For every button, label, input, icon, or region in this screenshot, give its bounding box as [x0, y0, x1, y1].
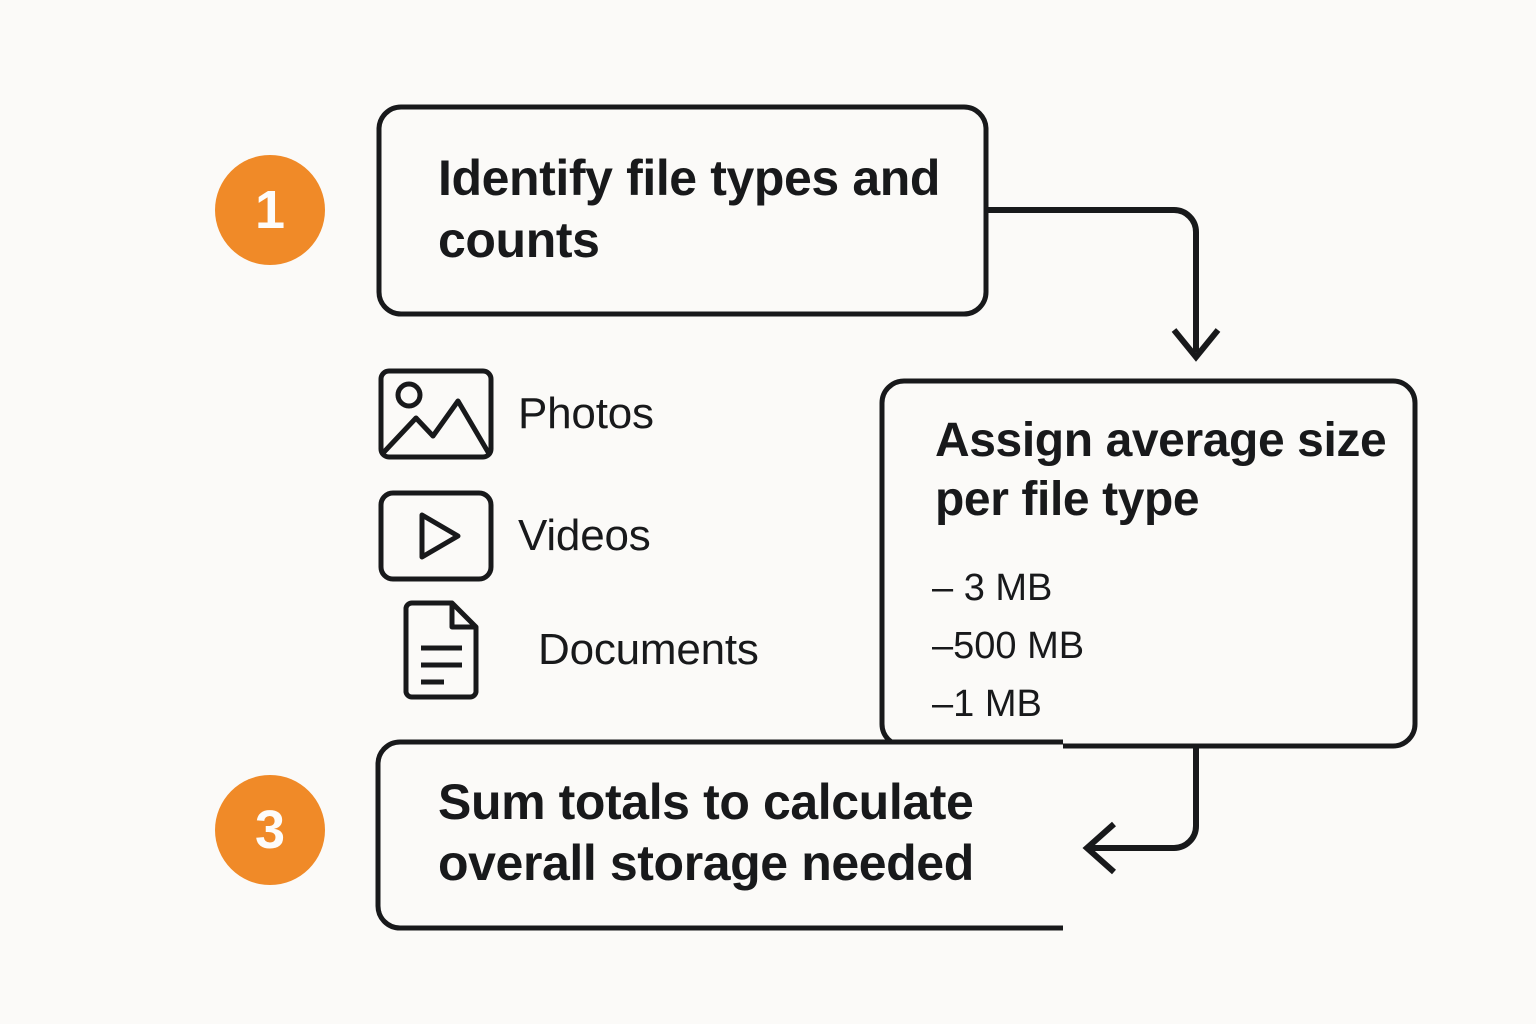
- step-2-box[interactable]: [879, 378, 1418, 749]
- step-3-title: Sum totals to calculate overall storage …: [438, 774, 974, 891]
- step-3-badge-number: 3: [254, 800, 286, 860]
- step-1-badge-number: 1: [254, 180, 286, 240]
- video-icon: [378, 490, 494, 582]
- step-3-box[interactable]: [375, 739, 1063, 931]
- connector-step2-to-step3-arrowhead: [1082, 821, 1116, 875]
- file-type-label: Videos: [518, 511, 651, 560]
- connector-step1-to-step2: [986, 207, 1199, 352]
- list-item: –1 MB: [932, 682, 1042, 725]
- document-icon: [396, 600, 512, 700]
- step-2-size-list: – 3 MB –500 MB –1 MB: [932, 560, 1372, 733]
- step-2-title: Assign average size per file type: [935, 414, 1387, 526]
- file-type-row-videos: Videos: [378, 490, 651, 582]
- list-item: – 3 MB: [932, 567, 1053, 609]
- connector-step1-to-step2-arrowhead: [1171, 328, 1221, 362]
- step-1-title: Identify file types and counts: [438, 150, 941, 268]
- list-item: –500 MB: [932, 624, 1085, 667]
- connector-step2-to-step3: [1090, 746, 1199, 851]
- step-3-badge: 3: [215, 775, 325, 885]
- photo-icon: [378, 368, 494, 460]
- file-type-label: Documents: [538, 625, 759, 674]
- step-1-badge: 1: [215, 155, 325, 265]
- file-type-row-photos: Photos: [378, 368, 654, 460]
- file-type-row-documents: Documents: [396, 600, 759, 700]
- file-type-label: Photos: [518, 389, 654, 438]
